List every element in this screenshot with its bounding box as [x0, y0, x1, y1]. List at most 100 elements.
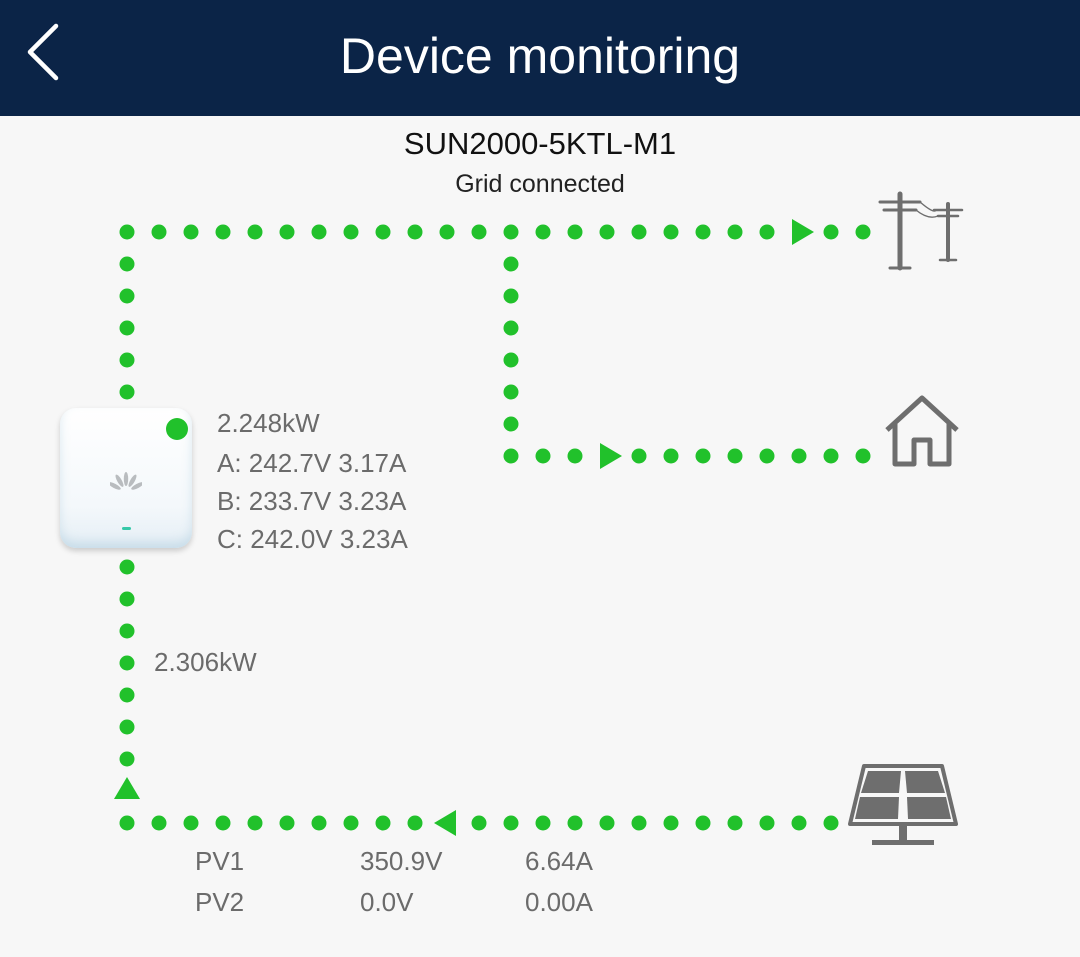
flow-dot-home-line	[535, 448, 551, 464]
flow-dot-solar-line	[343, 815, 359, 831]
flow-dot-home-branch	[503, 384, 519, 400]
pv2-current: 0.00A	[525, 887, 593, 917]
flow-dot-pv-input	[119, 623, 135, 639]
device-status: Grid connected	[455, 170, 625, 198]
brand-logo-icon	[110, 472, 142, 490]
flow-dot-inverter-output	[119, 352, 135, 368]
flow-dot-home-line	[791, 448, 807, 464]
app-header: Device monitoring	[0, 0, 1080, 116]
flow-dot-solar-line	[663, 815, 679, 831]
flow-dot-home-line	[823, 448, 839, 464]
flow-dot-grid-line	[215, 224, 231, 240]
flow-dot-home-line	[503, 448, 519, 464]
pv2-voltage: 0.0V	[360, 887, 414, 917]
flow-dot-home-line	[727, 448, 743, 464]
flow-dot-grid-line	[343, 224, 359, 240]
device-model: SUN2000-5KTL-M1	[403, 126, 677, 161]
inverter-indicator	[122, 527, 131, 530]
output-power: 2.248kW	[217, 408, 320, 438]
flow-dot-grid-line	[247, 224, 263, 240]
inverter-status-led	[166, 418, 188, 440]
flow-dot-grid-line	[727, 224, 743, 240]
flow-dot-grid-line	[279, 224, 295, 240]
flow-dot-grid-line	[663, 224, 679, 240]
flow-dot-solar-line	[759, 815, 775, 831]
pv2-name: PV2	[195, 887, 245, 917]
flow-dot-solar-line	[183, 815, 199, 831]
flow-dot-solar-line	[695, 815, 711, 831]
flow-dot-solar-line	[535, 815, 551, 831]
flow-dot-solar-line	[247, 815, 263, 831]
pv1-name: PV1	[195, 846, 245, 876]
flow-dot-grid-line	[855, 224, 871, 240]
flow-dot-home-line	[759, 448, 775, 464]
flow-dot-solar-line	[375, 815, 391, 831]
power-grid-icon[interactable]	[876, 188, 968, 274]
flow-dot-home-line	[695, 448, 711, 464]
flow-dot-home-branch	[503, 288, 519, 304]
flow-arrow-to-inverter	[114, 777, 140, 799]
flow-dot-home-line	[631, 448, 647, 464]
flow-dot-grid-line	[471, 224, 487, 240]
flow-dot-home-branch	[503, 320, 519, 336]
phase-b-reading: B: 233.7V 3.23A	[217, 486, 407, 516]
chevron-left-icon	[27, 23, 59, 81]
phase-a-reading: A: 242.7V 3.17A	[217, 448, 407, 478]
flow-dot-inverter-output	[119, 384, 135, 400]
flow-dot-solar-line	[471, 815, 487, 831]
flow-dot-grid-line	[119, 224, 135, 240]
flow-dot-home-line	[663, 448, 679, 464]
flow-dot-home-branch	[503, 352, 519, 368]
back-button[interactable]	[18, 20, 74, 84]
inverter-device-icon[interactable]	[60, 408, 192, 548]
flow-dot-pv-input	[119, 655, 135, 671]
flow-dot-grid-line	[407, 224, 423, 240]
flow-dot-grid-line	[567, 224, 583, 240]
flow-dot-pv-input	[119, 591, 135, 607]
solar-panel-icon[interactable]	[846, 762, 960, 850]
flow-arrow-to-home	[600, 443, 622, 469]
flow-dot-grid-line	[631, 224, 647, 240]
flow-dot-grid-line	[439, 224, 455, 240]
flow-dot-grid-line	[599, 224, 615, 240]
flow-dot-solar-line	[279, 815, 295, 831]
flow-dot-home-branch	[503, 416, 519, 432]
flow-arrow-to-grid	[792, 219, 814, 245]
flow-dot-pv-input	[119, 559, 135, 575]
flow-dot-solar-line	[119, 815, 135, 831]
flow-dot-pv-input	[119, 751, 135, 767]
flow-dot-solar-line	[823, 815, 839, 831]
flow-dot-solar-line	[791, 815, 807, 831]
flow-dot-home-line	[567, 448, 583, 464]
flow-arrow-from-solar	[434, 810, 456, 836]
flow-dot-home-branch	[503, 256, 519, 272]
flow-dot-inverter-output	[119, 288, 135, 304]
flow-dot-pv-input	[119, 687, 135, 703]
pv-input-power: 2.306kW	[154, 647, 257, 677]
flow-dot-solar-line	[567, 815, 583, 831]
flow-dot-grid-line	[695, 224, 711, 240]
page-title: Device monitoring	[339, 28, 741, 84]
flow-dot-grid-line	[183, 224, 199, 240]
flow-dot-solar-line	[631, 815, 647, 831]
flow-dot-grid-line	[535, 224, 551, 240]
flow-dot-grid-line	[375, 224, 391, 240]
flow-dot-inverter-output	[119, 320, 135, 336]
flow-dot-grid-line	[503, 224, 519, 240]
flow-dot-solar-line	[727, 815, 743, 831]
flow-dot-solar-line	[503, 815, 519, 831]
home-icon[interactable]	[882, 392, 962, 470]
flow-dot-pv-input	[119, 719, 135, 735]
flow-dot-solar-line	[311, 815, 327, 831]
flow-dot-home-line	[855, 448, 871, 464]
flow-dot-grid-line	[759, 224, 775, 240]
flow-dot-inverter-output	[119, 256, 135, 272]
flow-dot-solar-line	[151, 815, 167, 831]
flow-dot-grid-line	[823, 224, 839, 240]
flow-dot-grid-line	[151, 224, 167, 240]
flow-dot-grid-line	[311, 224, 327, 240]
phase-c-reading: C: 242.0V 3.23A	[217, 524, 408, 554]
flow-dot-solar-line	[599, 815, 615, 831]
flow-dot-solar-line	[215, 815, 231, 831]
